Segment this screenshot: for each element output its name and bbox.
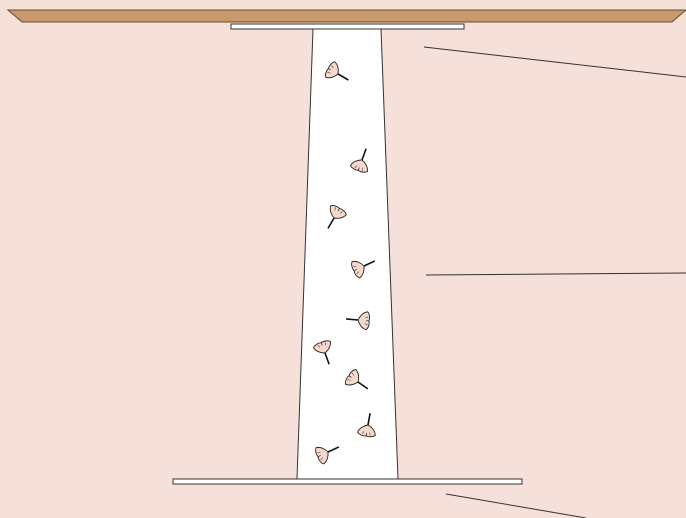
bottom-plate (172, 478, 523, 485)
top-plate (230, 23, 465, 30)
ceiling-shelf (6, 9, 686, 23)
callout-line-bottom (445, 493, 587, 518)
callout-line-middle (425, 272, 686, 276)
tube (296, 28, 399, 480)
callout-line-top (423, 46, 686, 78)
